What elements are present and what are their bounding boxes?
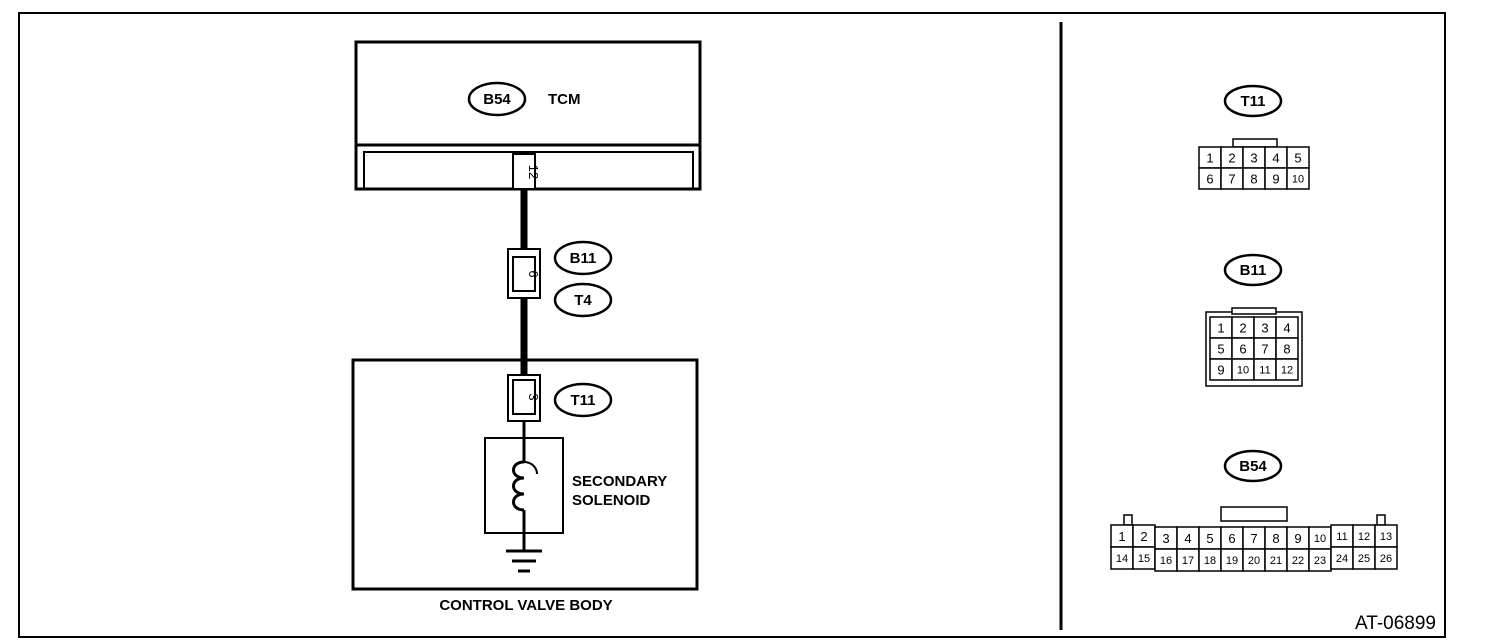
t11-pin-number: 10 xyxy=(1292,174,1304,186)
b54-view-label: B54 xyxy=(1239,458,1267,475)
t11-oval xyxy=(553,382,613,418)
b11-oval xyxy=(553,240,613,276)
b11-pin-number: 5 xyxy=(1217,342,1224,357)
b54-pin-number: 25 xyxy=(1358,553,1370,565)
b54-pin-number: 14 xyxy=(1116,553,1128,565)
t11-pin-cell xyxy=(1286,167,1310,190)
b54-pin-number: 2 xyxy=(1140,529,1147,544)
b54-pin-number: 23 xyxy=(1314,555,1326,567)
tcm-connector-oval xyxy=(467,81,527,117)
b54-pin-number: 7 xyxy=(1250,531,1257,546)
ground-icon xyxy=(506,549,542,573)
b54-pin-number: 22 xyxy=(1292,555,1304,567)
b11-pin-number: 8 xyxy=(1283,342,1290,357)
b54-pin-number: 13 xyxy=(1380,531,1392,543)
solenoid-label-line2: SOLENOID xyxy=(572,492,651,509)
b54-pin-cell xyxy=(1374,546,1398,570)
t11-view-label: T11 xyxy=(1240,93,1265,110)
joint-pin-label: 6 xyxy=(526,270,541,277)
joint-connector: 6 B11 T4 xyxy=(507,240,613,318)
b54-pin-number: 12 xyxy=(1358,531,1370,543)
t4-label: T4 xyxy=(574,292,592,309)
b54-pin-number: 15 xyxy=(1138,553,1150,565)
b11-pin-number: 12 xyxy=(1281,365,1293,377)
b11-pin-cell xyxy=(1275,358,1299,381)
b11-label: B11 xyxy=(570,250,597,267)
t11-pin-number: 9 xyxy=(1272,172,1279,187)
b54-pin-number: 11 xyxy=(1336,531,1347,543)
t11-pin-label: 3 xyxy=(526,393,541,400)
solenoid-coil-icon xyxy=(512,460,525,512)
b54-pin-number: 9 xyxy=(1294,531,1301,546)
control-valve-body-label: CONTROL VALVE BODY xyxy=(439,597,612,614)
b11-pin-number: 1 xyxy=(1217,321,1224,336)
b54-pin-number: 21 xyxy=(1270,555,1282,567)
b54-pin-number: 17 xyxy=(1182,555,1194,567)
control-valve-body: 3 T11 SECONDARY SOLENOID xyxy=(351,358,699,591)
b54-pin-number: 5 xyxy=(1206,531,1213,546)
b11-pin-number: 4 xyxy=(1283,321,1290,336)
b11-pin-number: 9 xyxy=(1217,363,1224,378)
b54-pin-number: 1 xyxy=(1118,529,1125,544)
b11-pin-number: 6 xyxy=(1239,342,1246,357)
t11-pin-number: 5 xyxy=(1294,151,1301,166)
solenoid-label-line1: SECONDARY xyxy=(572,473,667,490)
t11-pin-number: 8 xyxy=(1250,172,1257,187)
b54-pin-number: 18 xyxy=(1204,555,1216,567)
tcm-label: TCM xyxy=(548,91,581,108)
figure-code: AT-06899 xyxy=(1355,613,1436,634)
b54-pin-number: 24 xyxy=(1336,553,1348,565)
tcm-connector-label: B54 xyxy=(483,91,511,108)
t11-pin-number: 4 xyxy=(1272,151,1279,166)
tcm-module: B54 TCM 12 xyxy=(354,40,702,191)
b11-pin-number: 7 xyxy=(1261,342,1268,357)
t11-pin-number: 7 xyxy=(1228,172,1235,187)
b54-pin-number: 26 xyxy=(1380,553,1392,565)
outer-frame xyxy=(18,12,1446,638)
t11-pin-number: 6 xyxy=(1206,172,1213,187)
b11-pin-number: 10 xyxy=(1237,365,1249,377)
t11-label: T11 xyxy=(570,392,595,409)
b11-pin-number: 2 xyxy=(1239,321,1246,336)
b54-pin-number: 16 xyxy=(1160,555,1172,567)
t11-pin-number: 2 xyxy=(1228,151,1235,166)
b54-pin-number: 10 xyxy=(1314,533,1326,545)
b11-pin-number: 11 xyxy=(1259,365,1270,377)
b54-pin-number: 8 xyxy=(1272,531,1279,546)
t11-pin-number: 3 xyxy=(1250,151,1257,166)
t4-oval xyxy=(553,282,613,318)
b11-view-label: B11 xyxy=(1240,262,1267,279)
b11-pin-number: 3 xyxy=(1261,321,1268,336)
t11-pin-number: 1 xyxy=(1206,151,1213,166)
b54-pin-number: 20 xyxy=(1248,555,1260,567)
b54-pin-number: 4 xyxy=(1184,531,1191,546)
tcm-pin-label: 12 xyxy=(526,165,541,179)
b54-pin-number: 19 xyxy=(1226,555,1238,567)
b54-pin-number: 6 xyxy=(1228,531,1235,546)
b54-pin-number: 3 xyxy=(1162,531,1169,546)
